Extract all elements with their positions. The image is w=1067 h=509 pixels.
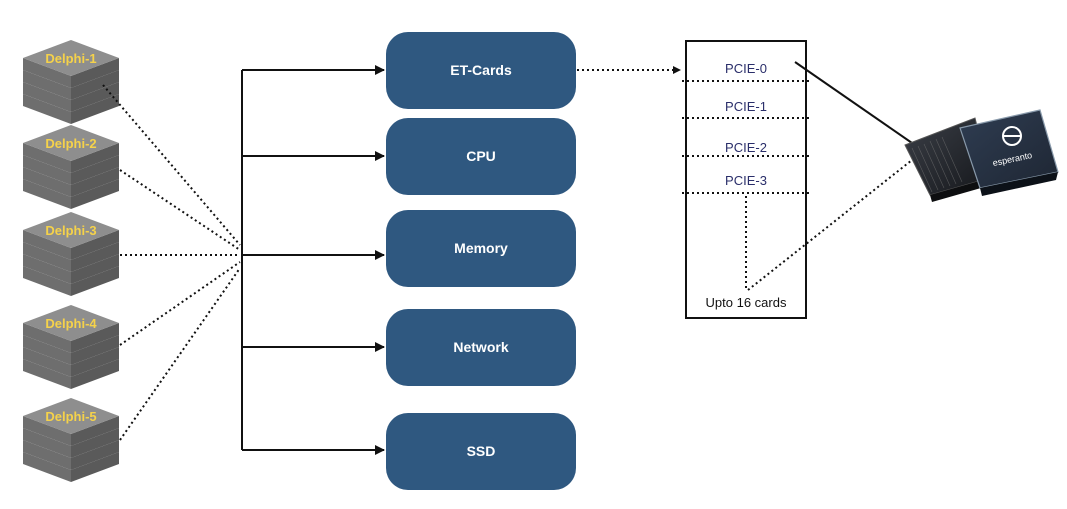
resource-box-memory[interactable]: Memory (386, 210, 576, 287)
resource-bus (241, 65, 385, 455)
pcie-footer: Upto 16 cards (706, 295, 787, 310)
server-links (102, 84, 241, 441)
server-layer-side (71, 359, 119, 389)
server-link-5 (119, 267, 241, 441)
server-top (23, 40, 119, 76)
server-label: Delphi-5 (45, 409, 96, 424)
server-stack-2[interactable]: Delphi-2 (23, 125, 119, 209)
esperanto-chip: esperanto (904, 109, 1059, 202)
server-layer-side (23, 155, 71, 185)
server-layer-side (71, 335, 119, 365)
server-top (23, 212, 119, 248)
resource-label: Network (453, 339, 508, 355)
server-layer-side (23, 452, 71, 482)
server-label: Delphi-1 (45, 51, 96, 66)
server-link-2 (119, 169, 241, 251)
server-stack-3[interactable]: Delphi-3 (23, 212, 119, 296)
server-layer-side (23, 347, 71, 377)
server-layer-side (23, 440, 71, 470)
server-layer-side (23, 266, 71, 296)
server-layer-side (71, 266, 119, 296)
server-layer-side (23, 179, 71, 209)
server-layer-side (23, 428, 71, 458)
server-layer-side (71, 167, 119, 197)
server-label: Delphi-3 (45, 223, 96, 238)
server-layer-side (23, 359, 71, 389)
server-layer-side (71, 452, 119, 482)
pcie-slot-0: PCIE-0 (725, 61, 767, 76)
server-layer-side (23, 82, 71, 112)
server-layer-side (23, 94, 71, 124)
resource-box-network[interactable]: Network (386, 309, 576, 386)
resource-box-cpu[interactable]: CPU (386, 118, 576, 195)
server-layer-side (71, 179, 119, 209)
server-layer-side (71, 143, 119, 173)
server-stack-1[interactable]: Delphi-1 (23, 40, 119, 124)
resource-label: SSD (467, 443, 496, 459)
resource-label: CPU (466, 148, 496, 164)
resource-boxes: ET-Cards CPU Memory Network SSD (386, 32, 576, 490)
server-stack-4[interactable]: Delphi-4 (23, 305, 119, 389)
server-layer-side (23, 323, 71, 353)
server-layer-side (71, 254, 119, 284)
server-layer-side (23, 70, 71, 100)
server-layer-side (71, 323, 119, 353)
resource-label: Memory (454, 240, 508, 256)
server-layer-side (23, 242, 71, 272)
server-stack-5[interactable]: Delphi-5 (23, 398, 119, 482)
server-top (23, 305, 119, 341)
pcie-slot-3: PCIE-3 (725, 173, 767, 188)
server-layer-side (71, 428, 119, 458)
server-layer-side (71, 58, 119, 88)
esperanto-e-logo-icon (1002, 126, 1022, 146)
server-layer-side (23, 167, 71, 197)
pcie-panel: PCIE-0 PCIE-1 PCIE-2 PCIE-3 Upto 16 card… (682, 40, 812, 319)
server-layer-side (23, 58, 71, 88)
server-layer-side (71, 347, 119, 377)
server-label: Delphi-2 (45, 136, 96, 151)
server-layer-side (23, 254, 71, 284)
server-layer-side (71, 416, 119, 446)
server-label: Delphi-4 (45, 316, 97, 331)
server-layer-side (23, 335, 71, 365)
server-layer-side (71, 70, 119, 100)
server-layer-side (23, 416, 71, 446)
server-top (23, 125, 119, 161)
server-layer-side (71, 440, 119, 470)
resource-label: ET-Cards (450, 62, 512, 78)
pcie-slot-2: PCIE-2 (725, 140, 767, 155)
server-layer-side (71, 230, 119, 260)
server-layer-side (71, 242, 119, 272)
server-link-4 (119, 261, 241, 346)
server-layer-side (71, 94, 119, 124)
server-top (23, 398, 119, 434)
server-link-1 (102, 84, 241, 246)
pcie-slot-1: PCIE-1 (725, 99, 767, 114)
server-layer-side (23, 143, 71, 173)
pcie0-to-chip-link (794, 61, 913, 144)
resource-box-et-cards[interactable]: ET-Cards (386, 32, 576, 109)
resource-box-ssd[interactable]: SSD (386, 413, 576, 490)
server-layer-side (23, 230, 71, 260)
server-layer-side (71, 155, 119, 185)
